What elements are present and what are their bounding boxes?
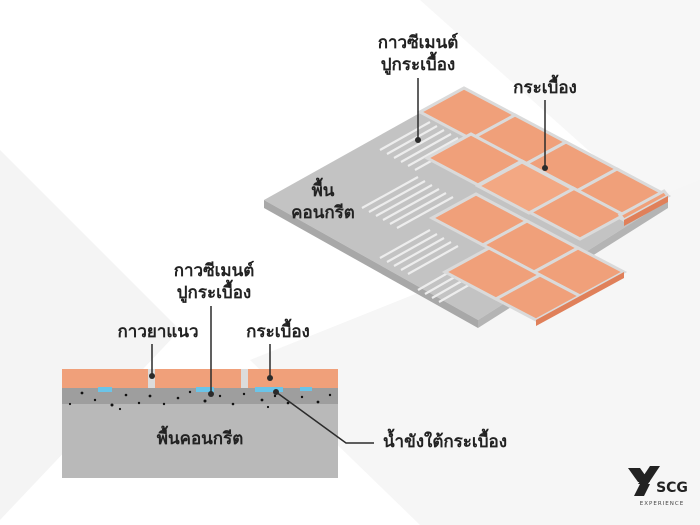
- isometric-floor: กาวซีเมนต์ ปูกระเบื้อง กระเบื้อง พื้น คอ…: [264, 32, 672, 328]
- top-adhesive-label-line1: กาวซีเมนต์: [378, 32, 459, 53]
- section-tile: [155, 369, 241, 388]
- scg-experience-logo: SCG EXPERIENCE: [628, 466, 688, 507]
- concrete-slab-side-left: [264, 200, 478, 328]
- section-floor-label: พื้นคอนกรีต: [157, 425, 244, 449]
- section-tile-leader-dot: [267, 375, 273, 381]
- top-tile-label: กระเบื้อง: [513, 74, 577, 98]
- top-floor-label-line2: คอนกรีต: [291, 202, 355, 223]
- concrete-base: [62, 402, 338, 478]
- section-tile: [248, 369, 338, 388]
- top-adhesive-leader-dot: [415, 137, 421, 143]
- scg-experience-logo-icon: [628, 466, 660, 496]
- water-pockets: [98, 387, 312, 392]
- section-grout-label: กาวยาแนว: [117, 322, 198, 342]
- top-floor-label-line1: พื้น: [312, 177, 335, 201]
- section-water-label: น้ำขังใต้กระเบื้อง: [383, 428, 507, 452]
- section-tile: [62, 369, 148, 388]
- section-adhesive-label-line1: กาวซีเมนต์: [174, 260, 255, 281]
- aggregate-dots: [68, 390, 332, 411]
- tile-edges: [536, 196, 668, 326]
- logo-sub-text: EXPERIENCE: [640, 501, 684, 507]
- section-tile-label: กระเบื้อง: [246, 318, 310, 342]
- top-tile-leader-dot: [542, 165, 548, 171]
- tile-grid: [416, 86, 672, 322]
- section-water-leader: [275, 391, 374, 444]
- section-grout-leader-dot: [149, 373, 155, 379]
- top-adhesive-label-line2: ปูกระเบื้อง: [381, 51, 455, 76]
- tile: [474, 160, 577, 215]
- logo-brand-text: SCG: [656, 480, 688, 496]
- cross-section: กาวซีเมนต์ ปูกระเบื้อง กาวยาแนว กระเบื้อ…: [62, 260, 507, 478]
- section-water-leader-dot: [273, 389, 279, 395]
- section-adhesive-leader-dot: [208, 391, 214, 397]
- section-adhesive-label-line2: ปูกระเบื้อง: [177, 279, 251, 304]
- grout-gap: [241, 369, 248, 388]
